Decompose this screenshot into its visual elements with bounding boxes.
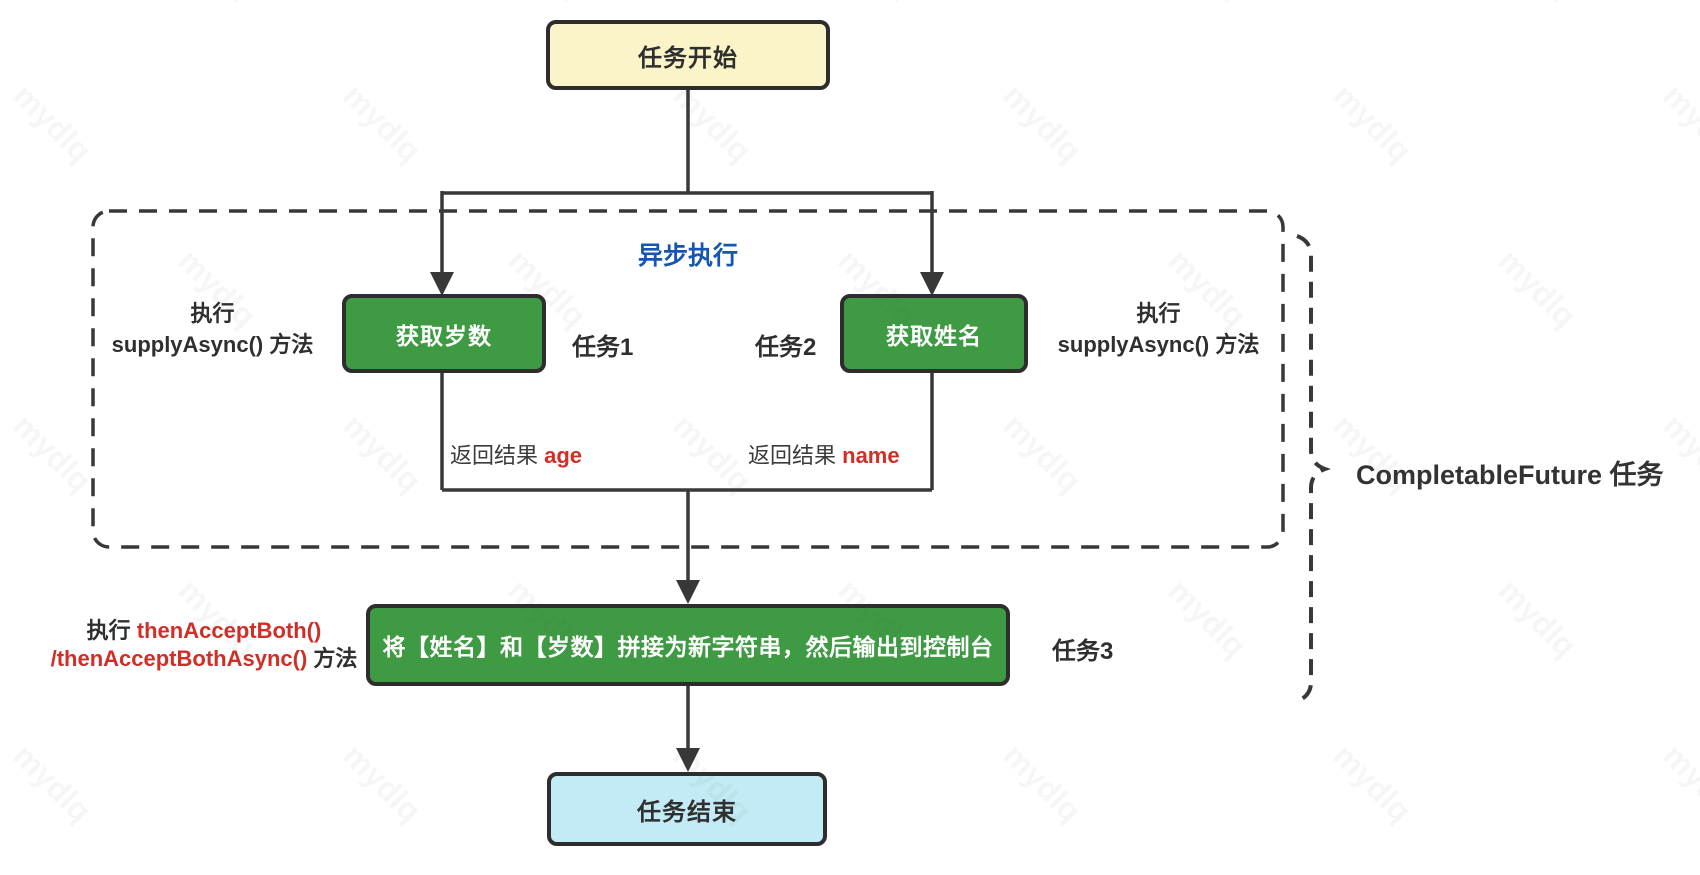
right-supply-async-line1: 执行 [1136, 301, 1181, 326]
right-supply-async-line2: supplyAsync() 方法 [1057, 332, 1260, 357]
node-task-start-label: 任务开始 [638, 44, 738, 72]
then-accept-both-method1: thenAcceptBoth() [136, 618, 322, 643]
left-supply-async-line2: supplyAsync() 方法 [111, 332, 314, 357]
left-supply-async-line1: 执行 [190, 301, 235, 326]
async-group-dashed-border [91, 209, 1285, 549]
return-age-label: 返回结果 age [450, 438, 582, 470]
arrowhead-into-age [430, 272, 454, 296]
arrowhead-into-name [920, 272, 944, 296]
right-supply-async-label: 执行 supplyAsync() 方法 [1036, 298, 1281, 360]
task2-text: 任务2 [755, 334, 817, 361]
then-accept-both-prefix: 执行 [86, 618, 137, 643]
task1-text: 任务1 [572, 334, 634, 361]
node-get-name-label: 获取姓名 [886, 322, 982, 349]
node-combine-output: 将【姓名】和【岁数】拼接为新字符串，然后输出到控制台 [366, 604, 1010, 686]
completable-future-brace [1294, 234, 1331, 704]
completable-future-label: CompletableFuture 任务 [1356, 453, 1664, 492]
left-supply-async-label: 执行 supplyAsync() 方法 [90, 298, 335, 360]
arrowheads-group [430, 272, 944, 772]
task1-label: 任务1 [572, 327, 633, 362]
return-name-prefix: 返回结果 [748, 443, 843, 468]
then-accept-both-label: 执行 thenAcceptBoth() /thenAcceptBothAsync… [8, 617, 400, 673]
arrowhead-into-combine [676, 580, 700, 604]
node-task-start: 任务开始 [546, 20, 830, 90]
task2-label: 任务2 [755, 327, 816, 362]
async-execution-label: 异步执行 [588, 236, 788, 272]
completable-future-text: CompletableFuture 任务 [1356, 460, 1664, 490]
node-task-end: 任务结束 [547, 772, 827, 846]
return-name-value: name [842, 443, 900, 468]
task3-label: 任务3 [1052, 631, 1113, 666]
node-combine-output-label: 将【姓名】和【岁数】拼接为新字符串，然后输出到控制台 [382, 634, 994, 660]
edges-group [440, 90, 934, 750]
then-accept-both-line1: 执行 thenAcceptBoth() [8, 617, 400, 645]
return-age-prefix: 返回结果 [450, 443, 545, 468]
task3-text: 任务3 [1052, 638, 1114, 665]
node-get-name: 获取姓名 [840, 294, 1028, 373]
node-task-end-label: 任务结束 [637, 798, 737, 826]
return-age-value: age [544, 443, 583, 468]
node-get-age-label: 获取岁数 [396, 322, 492, 349]
then-accept-both-suffix: 方法 [307, 646, 358, 671]
async-execution-text: 异步执行 [637, 242, 738, 270]
return-name-label: 返回结果 name [748, 438, 900, 470]
arrowhead-into-end [676, 748, 700, 772]
then-accept-both-line2: /thenAcceptBothAsync() 方法 [8, 645, 400, 673]
node-get-age: 获取岁数 [342, 294, 546, 373]
then-accept-both-method2: /thenAcceptBothAsync() [50, 646, 308, 671]
